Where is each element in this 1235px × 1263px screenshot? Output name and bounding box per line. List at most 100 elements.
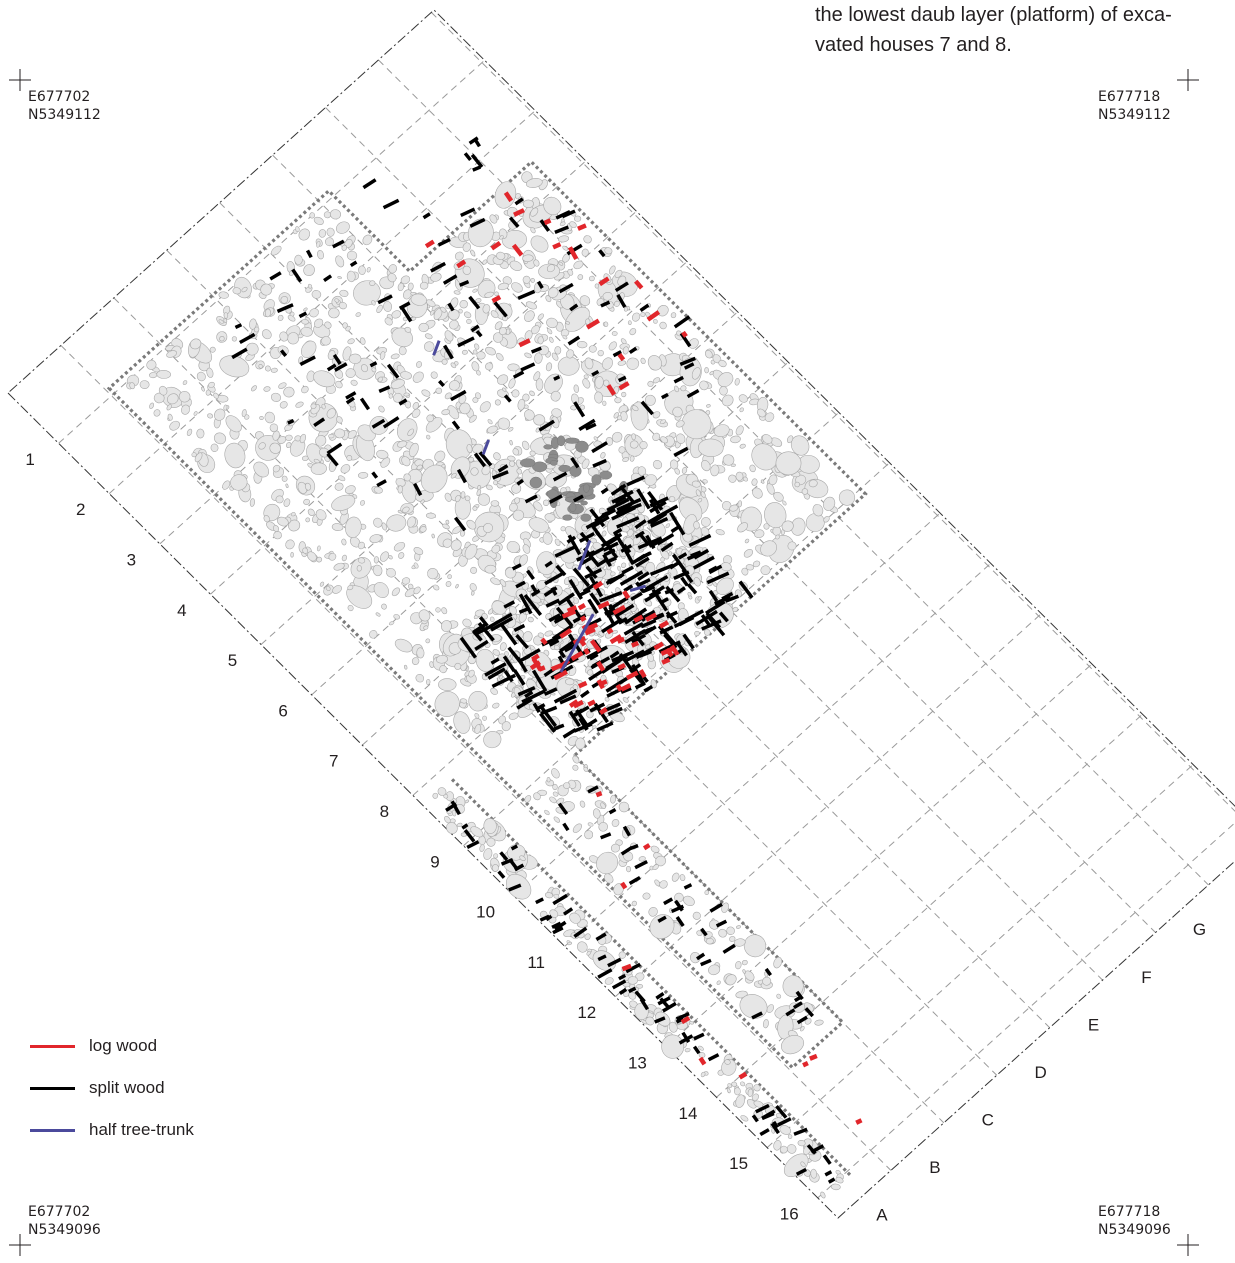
stone — [737, 522, 749, 533]
log-wood-piece — [653, 641, 665, 651]
split-wood-piece — [606, 497, 630, 512]
stone — [447, 574, 452, 579]
split-wood-piece — [625, 962, 642, 974]
stone — [618, 801, 630, 813]
stone — [715, 577, 734, 595]
coord-easting: E677718 — [1098, 89, 1161, 105]
stone — [383, 301, 393, 312]
split-wood-piece — [584, 422, 597, 431]
split-wood-piece — [673, 570, 690, 581]
stone — [522, 544, 531, 554]
split-wood-piece — [585, 565, 598, 580]
split-wood-piece — [759, 1128, 770, 1137]
stone — [557, 356, 580, 376]
stone — [729, 504, 739, 512]
stone — [628, 991, 637, 1000]
row-label: 7 — [329, 752, 338, 771]
stone — [394, 638, 413, 653]
stone — [348, 353, 362, 365]
split-wood-piece — [665, 585, 681, 603]
dark-stone — [564, 437, 580, 444]
stone — [516, 468, 523, 475]
split-wood-piece — [618, 987, 628, 995]
stone — [573, 384, 580, 393]
split-wood-piece — [619, 570, 644, 587]
stone — [800, 1161, 806, 1168]
stone — [794, 481, 800, 488]
split-wood-piece — [622, 543, 632, 554]
stone — [294, 254, 303, 265]
stone — [652, 459, 663, 470]
stone — [316, 556, 323, 563]
log-wood-piece — [680, 1015, 691, 1025]
stone — [604, 247, 613, 255]
stone — [230, 474, 248, 491]
stone — [303, 498, 310, 505]
stone — [546, 777, 551, 783]
split-wood-piece — [472, 630, 483, 642]
split-wood-piece — [640, 400, 654, 416]
stone — [590, 537, 597, 544]
stone — [533, 792, 541, 801]
split-wood-piece — [615, 502, 633, 516]
stone — [751, 443, 778, 471]
split-wood-piece — [680, 576, 689, 587]
stone — [376, 304, 383, 314]
stone — [523, 404, 529, 410]
split-wood-piece — [617, 617, 628, 625]
split-wood-piece — [345, 396, 355, 405]
stone — [401, 456, 411, 467]
stone — [603, 873, 614, 884]
stone — [346, 455, 353, 461]
stone — [698, 1045, 704, 1051]
stone — [812, 504, 824, 517]
stone — [223, 318, 228, 323]
stone — [201, 386, 205, 392]
stone — [728, 474, 737, 483]
stone — [373, 556, 380, 564]
split-wood-piece — [738, 580, 754, 599]
stone — [303, 307, 308, 312]
stone — [487, 419, 493, 425]
stone — [739, 407, 744, 413]
split-wood-piece — [588, 668, 605, 682]
stone — [432, 792, 439, 799]
stone — [654, 879, 661, 887]
stone — [330, 209, 341, 220]
stone — [259, 415, 264, 421]
stone — [218, 291, 229, 299]
split-wood-piece — [612, 350, 622, 358]
split-wood-piece — [305, 249, 313, 259]
stone — [668, 496, 676, 503]
stone — [407, 428, 415, 437]
split-wood-piece — [555, 564, 567, 577]
split-wood-piece — [470, 153, 484, 169]
stone — [718, 359, 727, 368]
stone — [572, 684, 579, 691]
log-wood-piece — [529, 660, 542, 671]
half-tree-trunk — [577, 540, 592, 571]
stone — [301, 319, 309, 325]
split-wood-piece — [369, 361, 378, 368]
stone — [264, 308, 271, 318]
log-wood-piece — [620, 881, 628, 890]
stone — [444, 815, 451, 824]
stone — [715, 529, 725, 536]
log-wood-piece — [567, 246, 579, 261]
split-wood-piece — [550, 586, 558, 596]
stone — [700, 517, 711, 527]
stone — [334, 298, 340, 303]
stone — [627, 976, 638, 985]
stone — [430, 371, 438, 379]
split-wood-piece — [598, 249, 606, 258]
stone — [547, 328, 553, 335]
split-wood-piece — [478, 616, 489, 627]
stone — [476, 489, 482, 496]
split-wood-piece — [499, 851, 509, 862]
split-wood-piece — [508, 883, 522, 892]
stone — [178, 390, 191, 403]
stone — [596, 851, 619, 875]
stone — [149, 372, 158, 379]
stone — [556, 797, 565, 805]
stone — [489, 616, 495, 622]
